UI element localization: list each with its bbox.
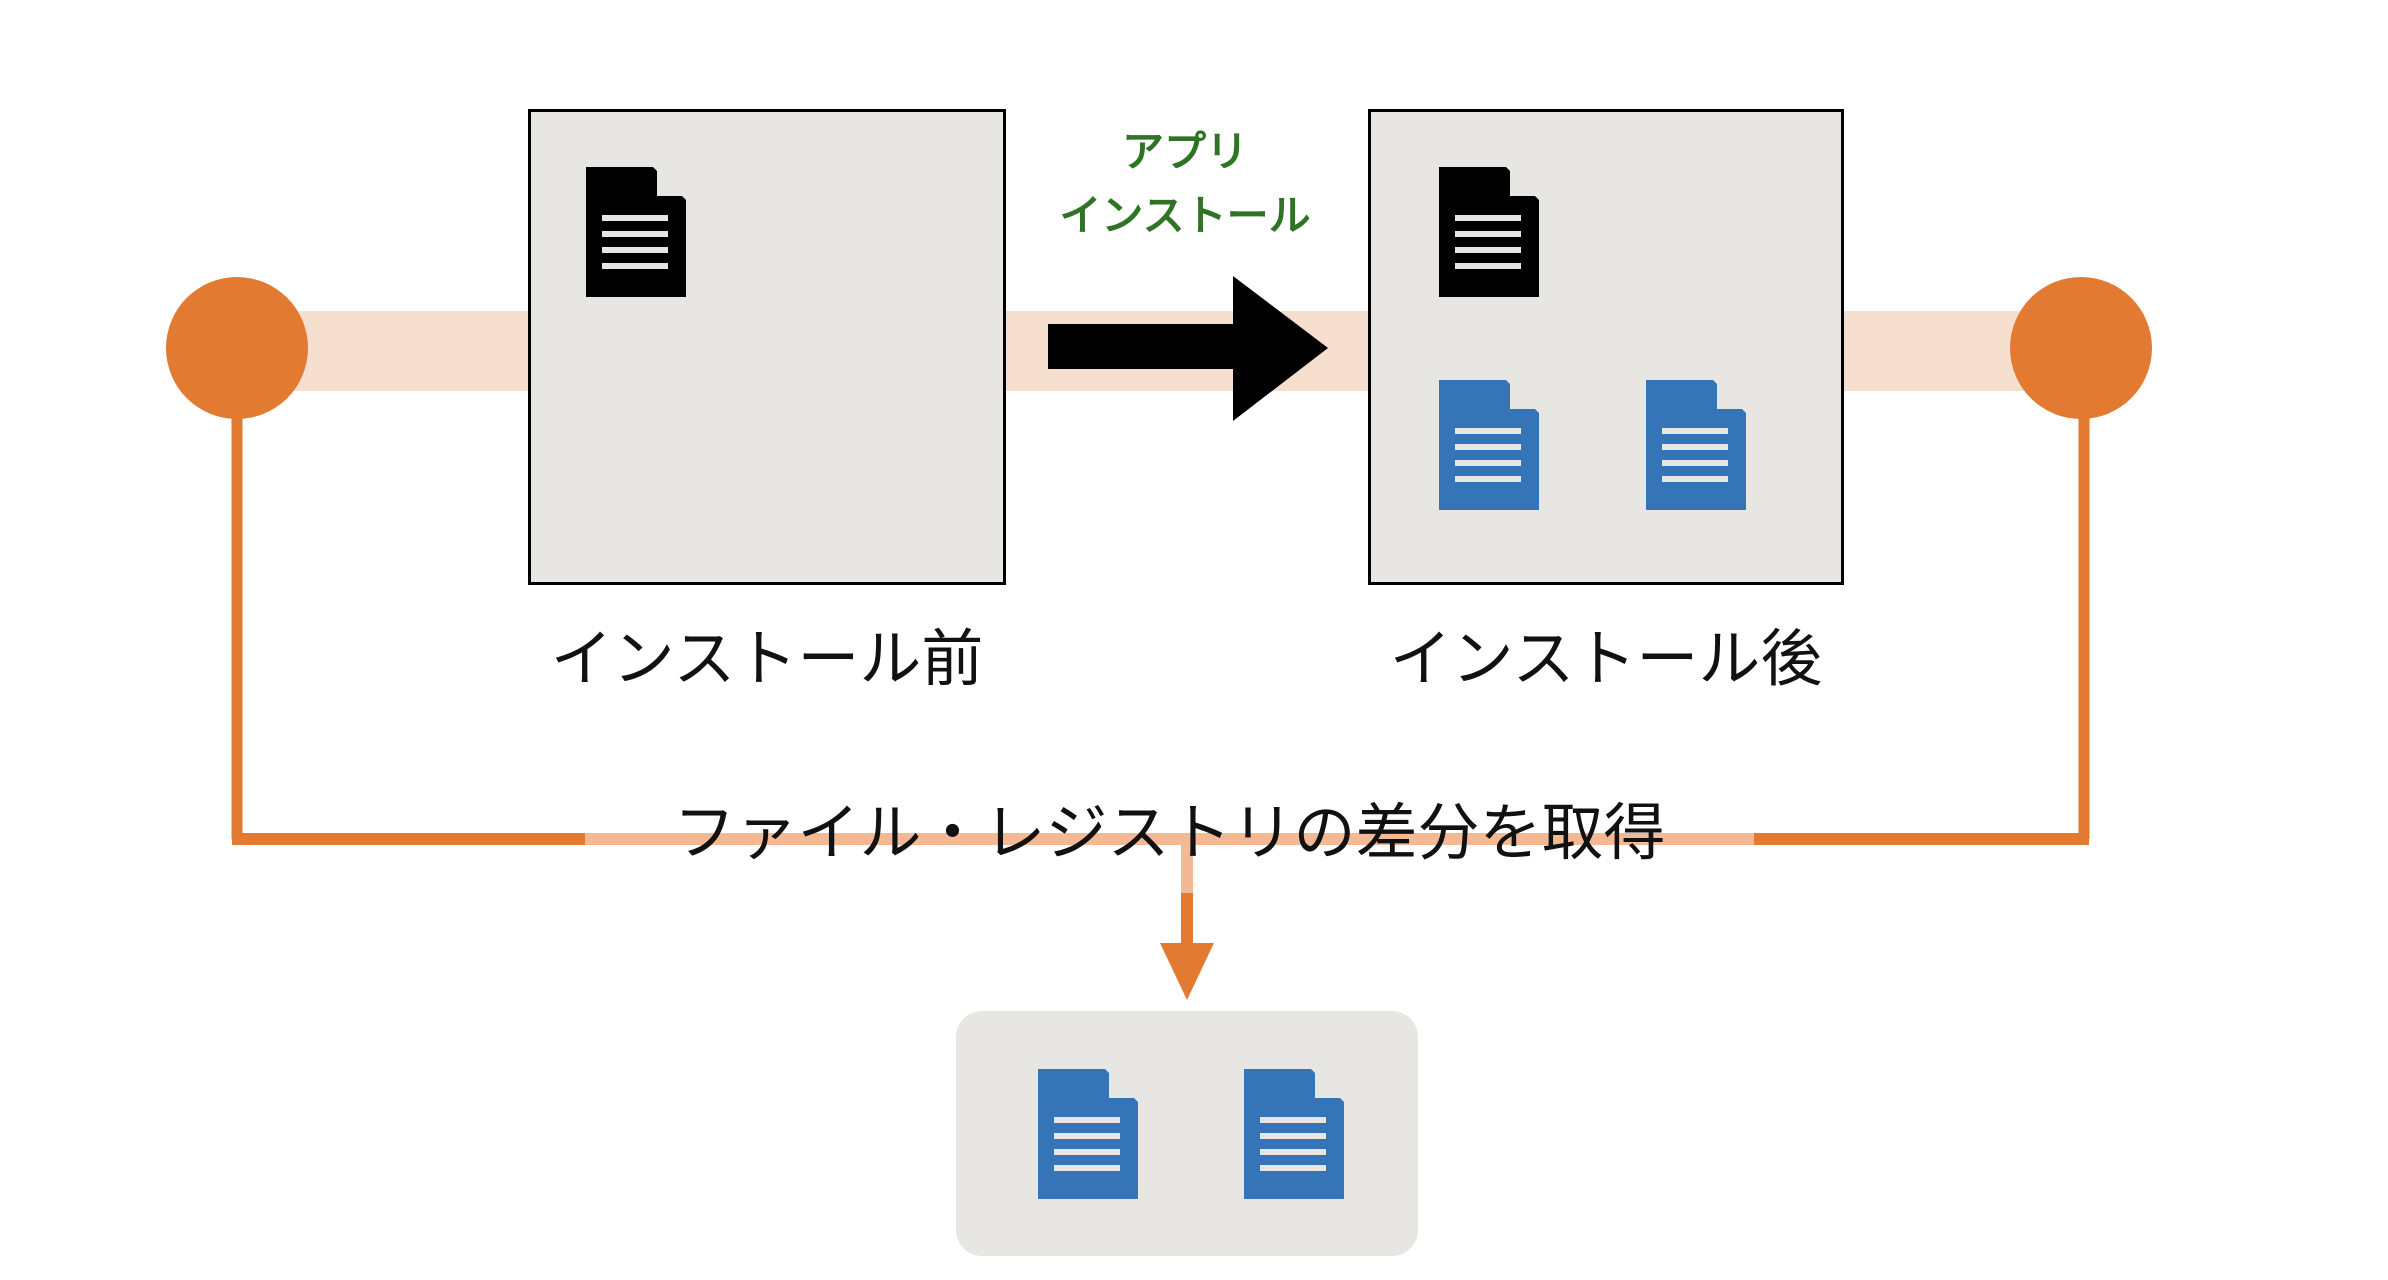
before-install-box [528, 109, 1006, 585]
diff-label: ファイル・レジストリの差分を取得 [673, 796, 1666, 869]
app-install-label-line2: インストール [1059, 191, 1311, 240]
before-install-label: インストール前 [550, 622, 984, 695]
after-install-label: インストール後 [1389, 622, 1823, 695]
start-circle [166, 277, 308, 419]
new-document-icon [1038, 1069, 1138, 1199]
end-circle [2010, 277, 2152, 419]
app-install-label-line1: アプリ [1121, 127, 1248, 176]
document-icon [1439, 167, 1539, 297]
down-arrowhead [1160, 943, 1214, 1000]
arrow-right-icon [1048, 276, 1328, 421]
after-install-box [1368, 109, 1844, 585]
new-document-icon [1646, 380, 1746, 510]
new-document-icon [1244, 1069, 1344, 1199]
new-document-icon [1439, 380, 1539, 510]
app-install-label: アプリ インストール [1030, 120, 1340, 248]
diff-result-box [956, 1011, 1418, 1256]
document-icon [586, 167, 686, 297]
